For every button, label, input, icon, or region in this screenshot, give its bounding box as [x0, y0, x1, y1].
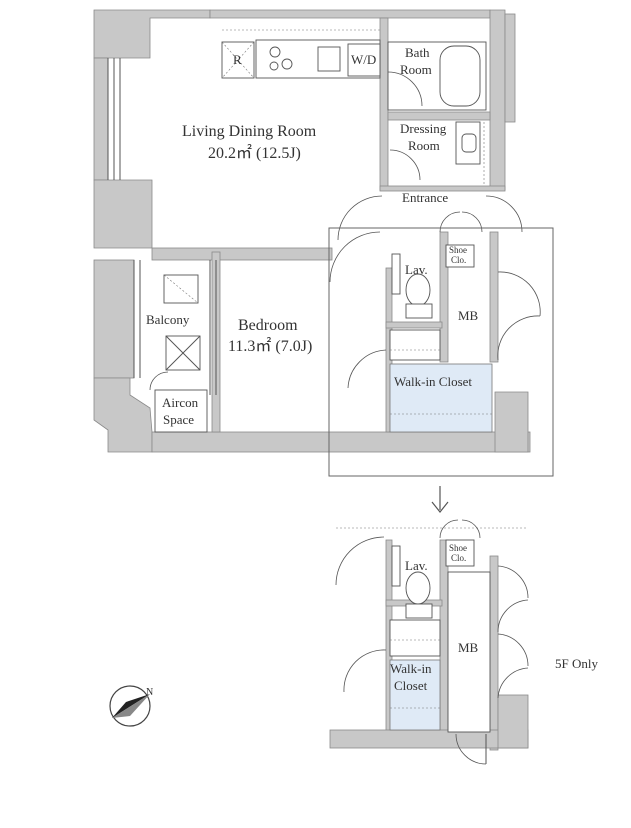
- lav-label: Lav.: [405, 262, 428, 277]
- detail-outline: [328, 227, 554, 477]
- mb-doors: [497, 271, 541, 361]
- compass-north-letter: N: [146, 687, 154, 698]
- detail-shoe-closet-label-2: Clo.: [451, 553, 467, 563]
- walk-in-closet-label: Walk-in Closet: [394, 374, 473, 389]
- detail-lav-label: Lav.: [405, 558, 428, 573]
- bedroom-area: 11.3㎡ (7.0J): [228, 338, 313, 355]
- detail-mb-label: MB: [458, 640, 479, 655]
- detail-walk-in-label-1: Walk-in: [390, 661, 432, 676]
- bath-room-label-1: Bath: [405, 45, 430, 60]
- lavatory-fixtures: [329, 231, 433, 319]
- dressing-room-label-1: Dressing: [400, 121, 447, 136]
- balcony-units: [149, 274, 208, 433]
- shoe-closet-label-1: Shoe: [449, 245, 467, 255]
- entrance-label: Entrance: [402, 190, 449, 205]
- detail-shoe-closet-label-1: Shoe: [449, 543, 467, 553]
- dressing-room-label-2: Room: [408, 138, 440, 153]
- compass-icon: [109, 685, 151, 727]
- window-frames: [107, 58, 217, 395]
- living-room-name: Living Dining Room: [182, 123, 317, 140]
- aircon-space-label-2: Space: [163, 412, 195, 427]
- washer-dryer-label: W/D: [351, 52, 377, 67]
- floor-note-label: 5F Only: [555, 656, 598, 671]
- detail-fixtures: [335, 519, 529, 765]
- down-arrow-icon: [431, 486, 449, 513]
- balcony-label: Balcony: [146, 312, 190, 327]
- aircon-space-label-1: Aircon: [162, 395, 199, 410]
- shoe-closet-label-2: Clo.: [451, 255, 467, 265]
- mb-label: MB: [458, 308, 479, 323]
- bedroom-name: Bedroom: [238, 317, 298, 334]
- bath-room-label-2: Room: [400, 62, 432, 77]
- dressing-fixtures: [389, 121, 485, 186]
- bath-fixtures: [387, 41, 487, 111]
- entrance-doors: [337, 195, 523, 268]
- living-room-area: 20.2㎡ (12.5J): [208, 145, 301, 162]
- detail-walls: [329, 527, 529, 751]
- fridge-label: R: [233, 52, 242, 67]
- exterior-walls: [93, 9, 531, 453]
- detail-walk-in-label-2: Closet: [394, 678, 428, 693]
- kitchen-counter: [221, 29, 381, 79]
- walk-in-closet-area: [347, 329, 493, 433]
